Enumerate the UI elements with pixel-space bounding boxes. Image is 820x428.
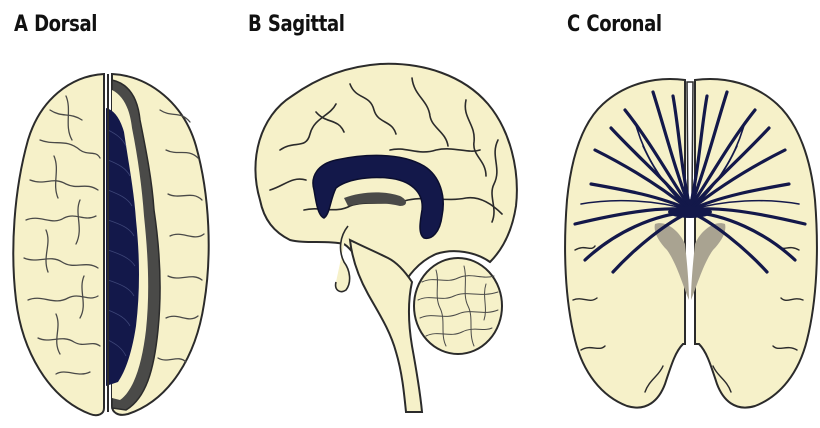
- sagittal-brain-illustration: [240, 0, 530, 428]
- coronal-brain-illustration: [555, 0, 820, 428]
- cerebellum: [414, 258, 502, 354]
- dorsal-brain-illustration: [0, 0, 240, 428]
- left-hemisphere: [13, 74, 104, 415]
- callosal-body: [668, 206, 712, 218]
- interhemispheric-fissure: [687, 82, 693, 200]
